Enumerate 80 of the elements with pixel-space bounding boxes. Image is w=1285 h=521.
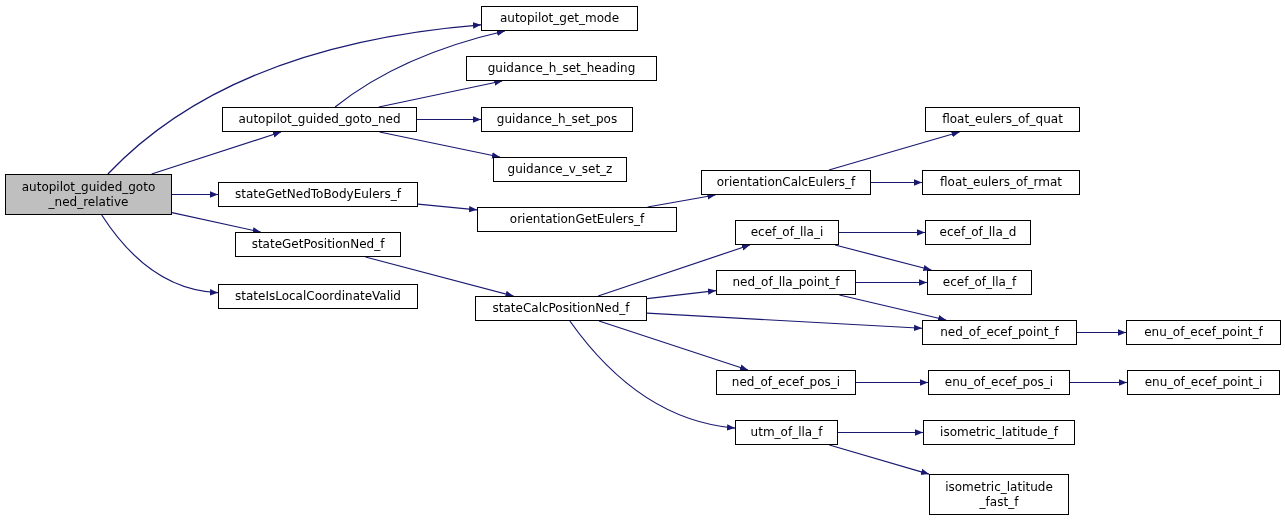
function-box <box>218 182 418 207</box>
function-box <box>922 320 1077 345</box>
function-name: guidance_v_set_z <box>507 162 613 177</box>
function-box <box>735 420 838 445</box>
function-box <box>716 370 856 395</box>
arrow <box>417 203 478 213</box>
function-name: enu_of_ecef_point_f <box>1144 325 1263 340</box>
function-name: ned_of_ecef_point_f <box>940 325 1059 340</box>
function-box <box>735 220 839 245</box>
arrow <box>151 131 282 175</box>
arrow <box>379 131 501 159</box>
function-box <box>701 170 871 195</box>
arrow <box>646 288 717 300</box>
arrow <box>171 212 262 234</box>
arrow <box>364 256 515 298</box>
function-box <box>925 220 1031 245</box>
arrow <box>171 191 219 198</box>
function-box <box>929 474 1069 515</box>
arrow <box>416 116 482 123</box>
function-name: guidance_h_set_pos <box>496 112 618 127</box>
function-name: stateGetPositionNed_f <box>251 237 385 252</box>
function-name: stateIsLocalCoordinateValid <box>235 289 401 304</box>
arrow <box>855 379 929 386</box>
function-name: orientationCalcEulers_f <box>716 175 856 190</box>
arrow <box>646 312 923 331</box>
arrow <box>378 79 503 108</box>
arrow <box>597 244 751 297</box>
arrow <box>838 294 947 322</box>
arrow <box>828 131 961 171</box>
function-name: enu_of_ecef_pos_i <box>944 375 1054 390</box>
function-box <box>1127 370 1280 395</box>
arrow <box>569 320 736 431</box>
function-name: ecef_of_lla_d <box>939 225 1017 240</box>
arrow <box>837 429 924 436</box>
function-name: isometric_latitude _fast_f <box>944 479 1054 510</box>
function-name: guidance_h_set_heading <box>487 61 636 76</box>
function-box <box>235 232 401 257</box>
function-box <box>481 107 633 132</box>
function-name: ned_of_ecef_pos_i <box>731 375 841 390</box>
arrow <box>598 320 749 371</box>
arrow <box>1069 379 1128 386</box>
function-name: isometric_latitude_f <box>940 425 1058 440</box>
function-name: ecef_of_lla_f <box>942 275 1017 290</box>
arrow <box>647 193 716 208</box>
function-name: autopilot_guided_goto_ned <box>238 112 401 127</box>
function-box <box>716 270 856 295</box>
arrow <box>107 22 482 175</box>
function-name: enu_of_ecef_point_i <box>1144 375 1263 390</box>
arrow <box>870 179 923 186</box>
arrow <box>828 444 930 475</box>
function-box <box>466 56 657 81</box>
arrow <box>838 229 926 236</box>
function-box <box>477 207 677 232</box>
function-box-highlighted <box>5 174 172 215</box>
function-name: orientationGetEulers_f <box>509 212 645 227</box>
arrow <box>334 29 506 108</box>
function-name: stateGetNedToBodyEulers_f <box>235 187 401 202</box>
function-name: ned_of_lla_point_f <box>732 275 840 290</box>
arrow <box>101 214 219 296</box>
function-name: float_eulers_of_quat <box>942 112 1063 127</box>
arrow <box>855 279 928 286</box>
function-box <box>475 296 647 321</box>
function-box <box>927 270 1032 295</box>
function-box <box>222 107 417 132</box>
function-box <box>922 170 1080 195</box>
function-box <box>1126 320 1281 345</box>
function-name: utm_of_lla_f <box>750 425 823 440</box>
function-box <box>925 107 1080 132</box>
function-name: ecef_of_lla_i <box>750 225 824 240</box>
arrow <box>834 244 932 272</box>
function-box <box>493 157 627 182</box>
function-name: stateCalcPositionNed_f <box>492 301 630 316</box>
function-box <box>923 420 1075 445</box>
function-name: autopilot_get_mode <box>499 11 620 26</box>
arrow <box>1076 329 1127 336</box>
function-box <box>218 284 418 309</box>
function-name: autopilot_guided_goto _ned_relative <box>20 179 157 210</box>
function-box <box>481 6 638 31</box>
function-name: float_eulers_of_rmat <box>940 175 1062 190</box>
function-box <box>928 370 1070 395</box>
